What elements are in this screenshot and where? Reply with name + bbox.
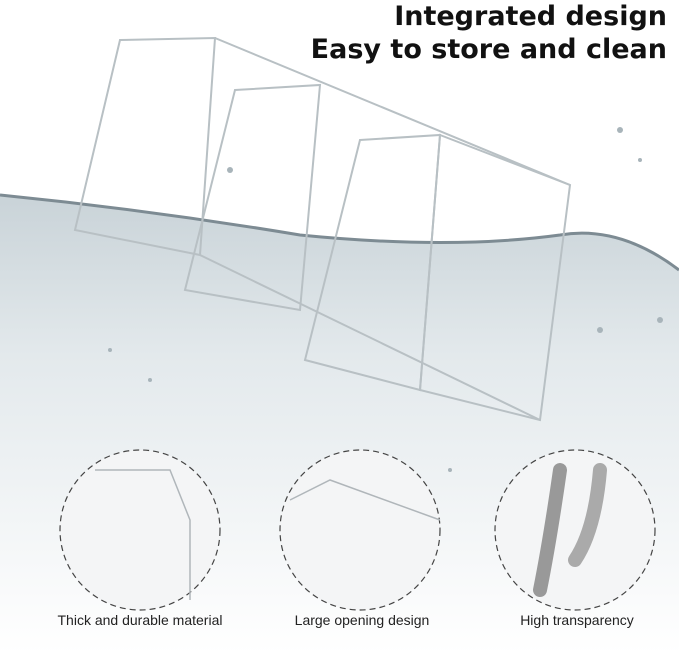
water-surface	[0, 193, 679, 272]
headline: Integrated design Easy to store and clea…	[311, 0, 667, 66]
headline-line-1: Integrated design	[394, 1, 667, 32]
water-droplets	[108, 127, 663, 522]
detail-circles	[59, 449, 656, 611]
detail-transparency	[494, 449, 656, 611]
detail-thickness	[59, 449, 221, 611]
feature-caption-material: Thick and durable material	[57, 612, 223, 628]
detail-opening	[279, 449, 441, 611]
headline-line-2: Easy to store and clean	[310, 34, 667, 65]
acrylic-organizer	[73, 36, 572, 422]
feature-caption-transparency: High transparency	[520, 612, 634, 628]
feature-caption-opening: Large opening design	[294, 612, 430, 628]
